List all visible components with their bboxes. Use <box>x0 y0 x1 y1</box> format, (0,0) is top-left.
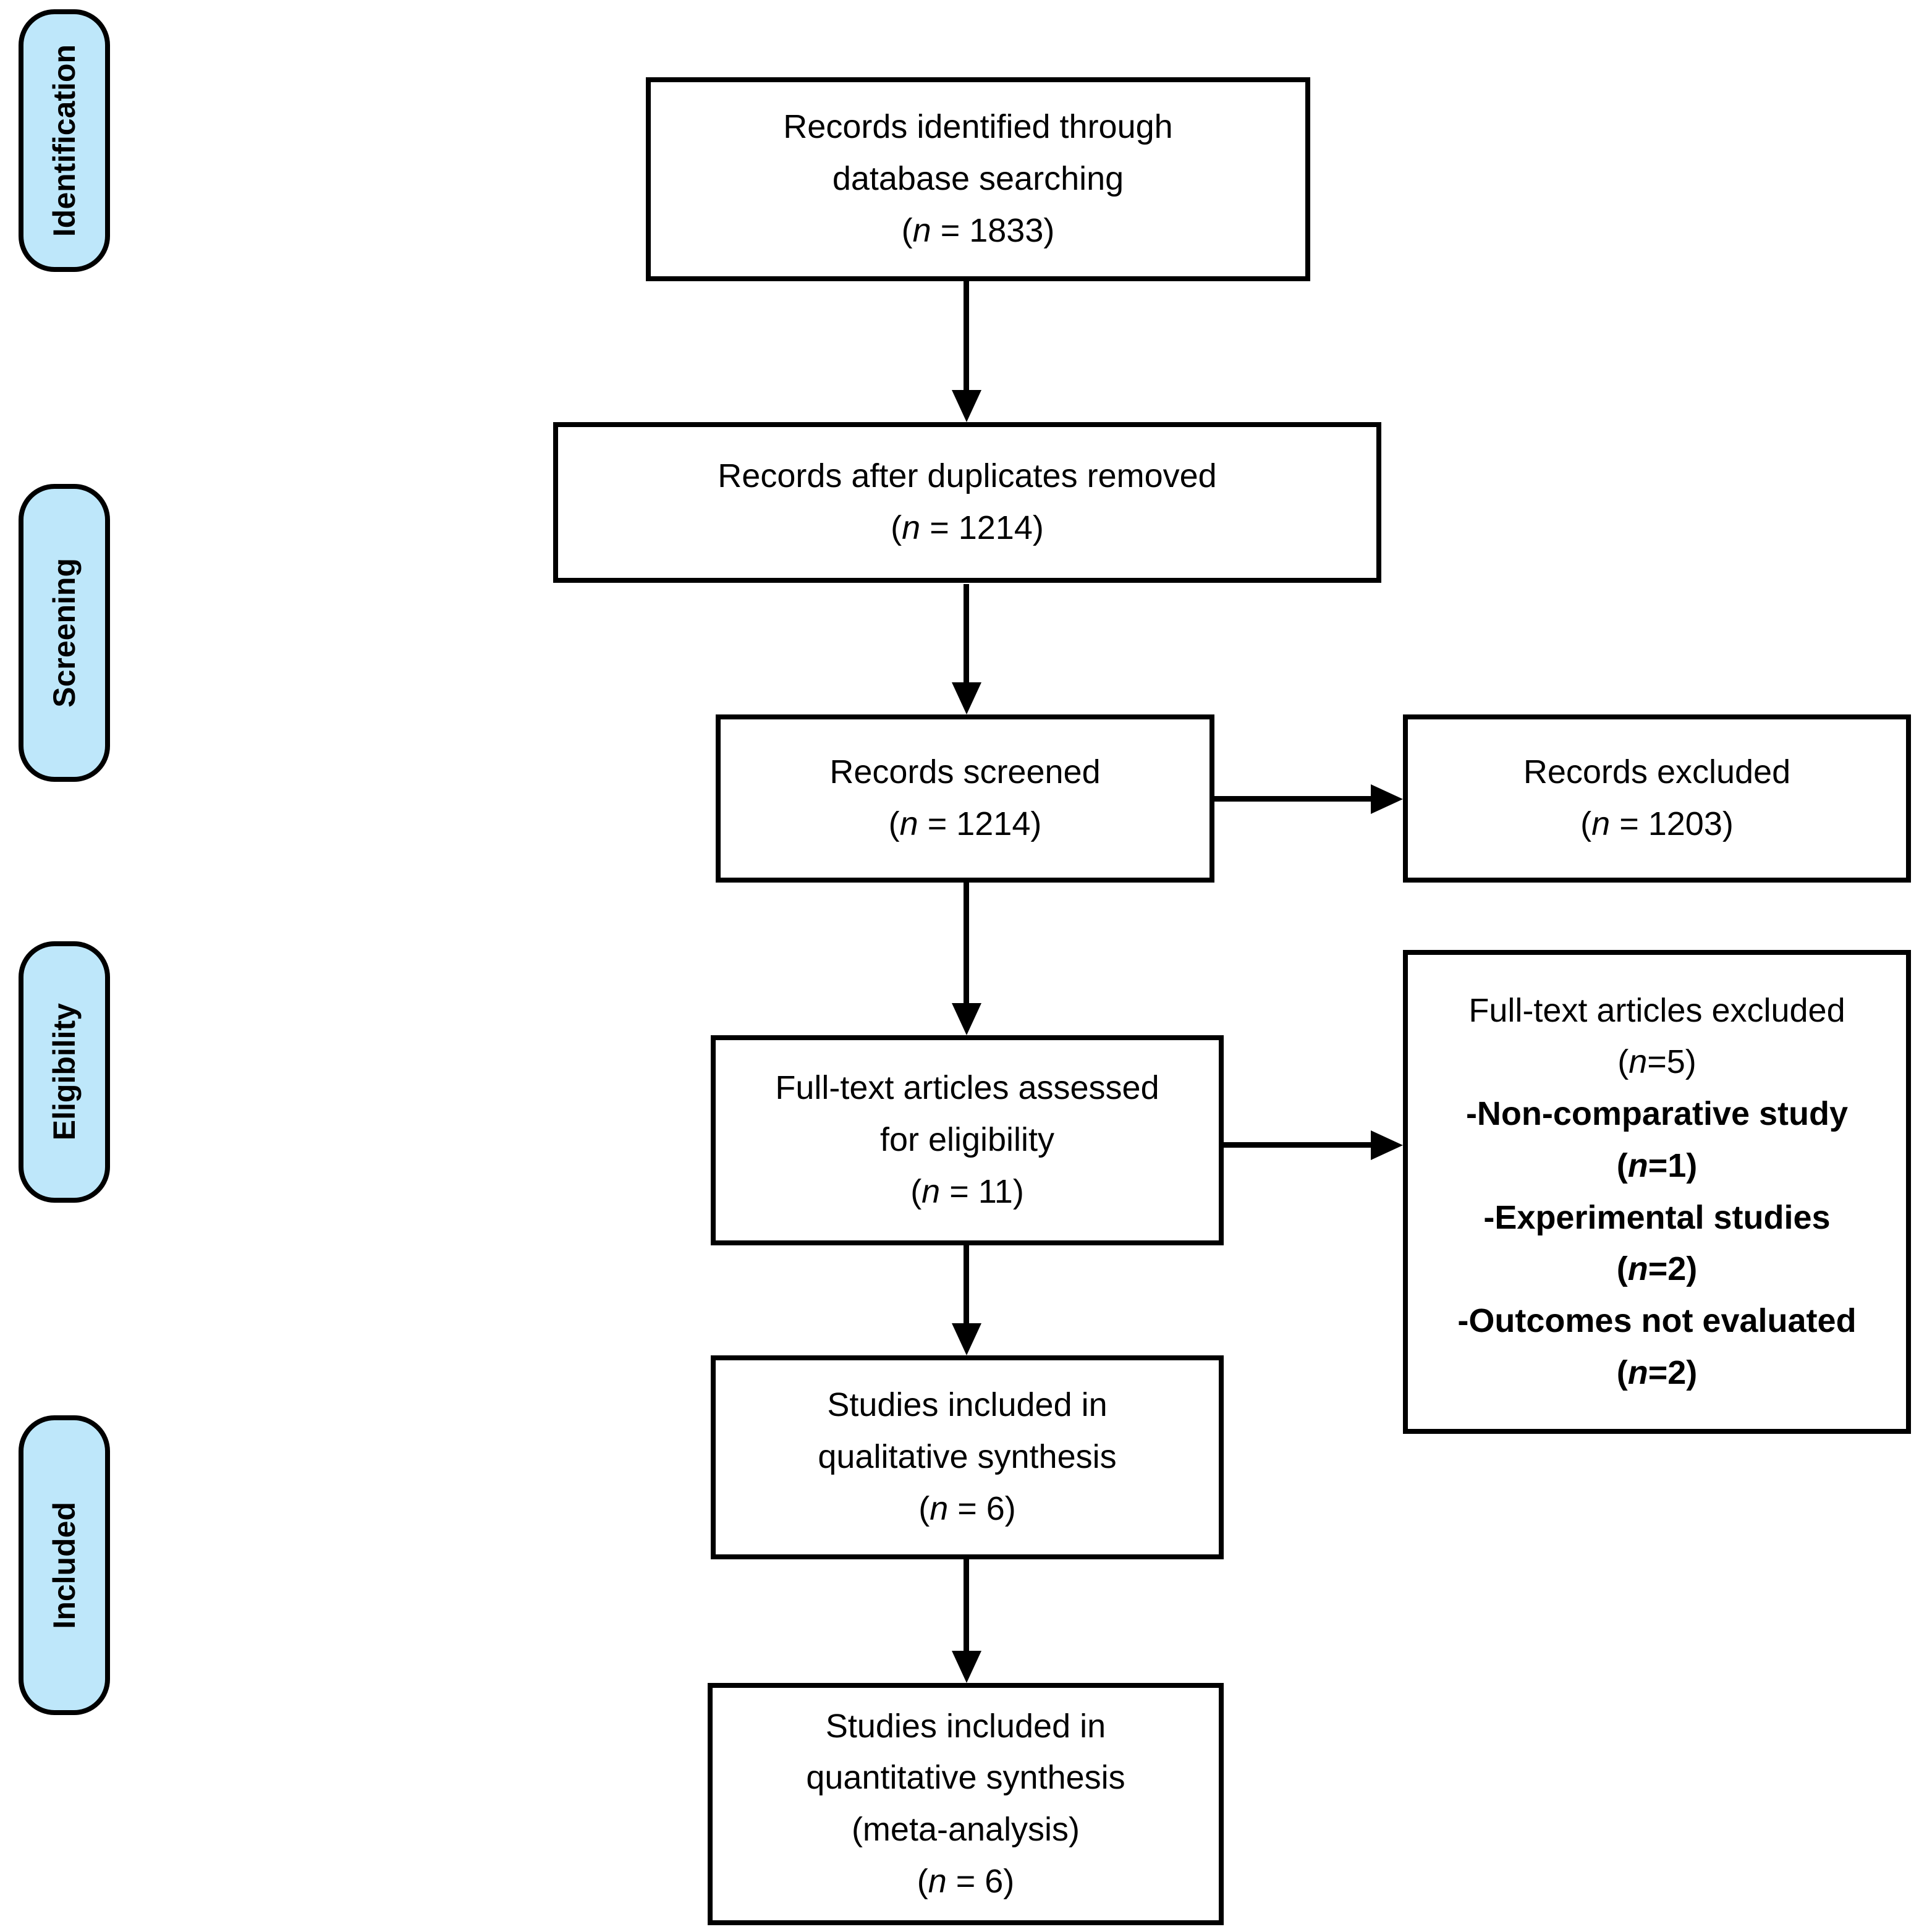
count-n: n <box>1591 805 1611 842</box>
box-qualitative-synthesis: Studies included in qualitative synthesi… <box>711 1355 1224 1559</box>
count-n: n <box>928 1862 947 1900</box>
count-line: (n = 11) <box>910 1166 1024 1218</box>
stage-screening-label: Screening <box>47 558 82 708</box>
count-n: n <box>1627 1146 1648 1184</box>
arrow-identified-to-duplicates <box>964 281 969 390</box>
exclusion-reason: -Non-comparative study <box>1465 1095 1849 1133</box>
box-text-line: Records screened <box>829 753 1101 791</box>
count-open: ( <box>888 805 900 842</box>
count-open: ( <box>917 1862 928 1900</box>
count-value: = 1214) <box>920 509 1044 546</box>
count-n: n <box>1627 1354 1648 1391</box>
box-text-line: Full-text articles excluded <box>1468 991 1845 1029</box>
count-line: (n = 6) <box>917 1856 1015 1908</box>
box-fulltext-assessed: Full-text articles assessed for eligibil… <box>711 1035 1224 1245</box>
stage-identification: Identification <box>19 9 110 272</box>
arrow-fulltext-to-fulltext-excluded <box>1224 1142 1371 1148</box>
count-value: = 1214) <box>918 805 1042 842</box>
arrow-screened-to-fulltext <box>964 883 969 1003</box>
box-text-line: Studies included in <box>825 1707 1106 1745</box>
box-records-screened: Records screened (n = 1214) <box>716 714 1214 883</box>
count-line: (n=2) <box>1617 1244 1698 1295</box>
count-value: =2) <box>1648 1250 1698 1288</box>
count-value: = 1203) <box>1610 805 1734 842</box>
count-n: n <box>902 509 921 546</box>
count-value: = 6) <box>948 1489 1016 1527</box>
count-open: ( <box>918 1489 930 1527</box>
count-value: =2) <box>1648 1354 1698 1391</box>
arrow-qualitative-to-quantitative <box>964 1559 969 1651</box>
arrow-screened-to-records-excluded <box>1214 796 1371 802</box>
count-open: ( <box>1616 1146 1628 1184</box>
count-n: n <box>1629 1043 1648 1081</box>
stage-eligibility-label: Eligibility <box>47 1003 82 1141</box>
count-line: (n = 1203) <box>1580 799 1734 850</box>
box-text-line: qualitative synthesis <box>818 1438 1117 1476</box>
box-fulltext-excluded: Full-text articles excluded (n=5) -Non-c… <box>1403 950 1911 1434</box>
exclusion-reason: -Outcomes not evaluated <box>1457 1302 1857 1339</box>
box-records-excluded: Records excluded (n = 1203) <box>1403 714 1911 883</box>
box-text-line: (meta-analysis) <box>851 1811 1080 1848</box>
count-value: = 11) <box>940 1172 1024 1210</box>
count-n: n <box>921 1172 941 1210</box>
count-open: ( <box>901 211 913 249</box>
box-text-line: Records after duplicates removed <box>718 457 1217 495</box>
box-text-line: Records excluded <box>1523 753 1791 791</box>
box-text-line: Full-text articles assessed <box>775 1069 1159 1107</box>
count-line: (n = 1214) <box>891 502 1044 554</box>
count-line: (n = 1214) <box>889 799 1042 850</box>
count-line: (n = 6) <box>918 1483 1016 1535</box>
stage-included: Included <box>19 1415 110 1715</box>
box-text-line: quantitative synthesis <box>806 1759 1125 1797</box>
count-line: (n=2) <box>1617 1347 1698 1399</box>
arrow-fulltext-to-qualitative <box>964 1245 969 1323</box>
count-n: n <box>912 211 931 249</box>
exclusion-reason: -Experimental studies <box>1483 1198 1831 1236</box>
count-value: = 1833) <box>931 211 1055 249</box>
box-text-line: Records identified through <box>783 108 1173 146</box>
count-open: ( <box>1616 1250 1628 1288</box>
count-line: (n=1) <box>1617 1140 1698 1192</box>
count-value: = 6) <box>946 1862 1015 1900</box>
stage-screening: Screening <box>19 484 110 782</box>
count-n: n <box>1627 1250 1648 1288</box>
box-duplicates-removed: Records after duplicates removed (n = 12… <box>553 422 1381 583</box>
stage-included-label: Included <box>47 1501 82 1629</box>
stage-identification-label: Identification <box>47 44 82 237</box>
arrow-duplicates-to-screened <box>964 584 969 682</box>
box-quantitative-synthesis: Studies included in quantitative synthes… <box>708 1683 1224 1925</box>
box-records-identified: Records identified through database sear… <box>646 77 1310 281</box>
count-open: ( <box>1580 805 1592 842</box>
count-open: ( <box>910 1172 922 1210</box>
count-open: ( <box>1616 1354 1628 1391</box>
count-open: ( <box>1617 1043 1629 1081</box>
box-text-line: Studies included in <box>827 1386 1108 1424</box>
count-line: (n = 1833) <box>902 205 1055 257</box>
box-text-line: for eligibility <box>879 1121 1055 1159</box>
count-n: n <box>930 1489 949 1527</box>
count-open: ( <box>891 509 902 546</box>
count-line: (n=5) <box>1617 1036 1697 1088</box>
stage-eligibility: Eligibility <box>19 941 110 1203</box>
count-value: =1) <box>1648 1146 1698 1184</box>
count-value: =5) <box>1647 1043 1697 1081</box>
count-n: n <box>899 805 918 842</box>
box-text-line: database searching <box>832 160 1124 198</box>
